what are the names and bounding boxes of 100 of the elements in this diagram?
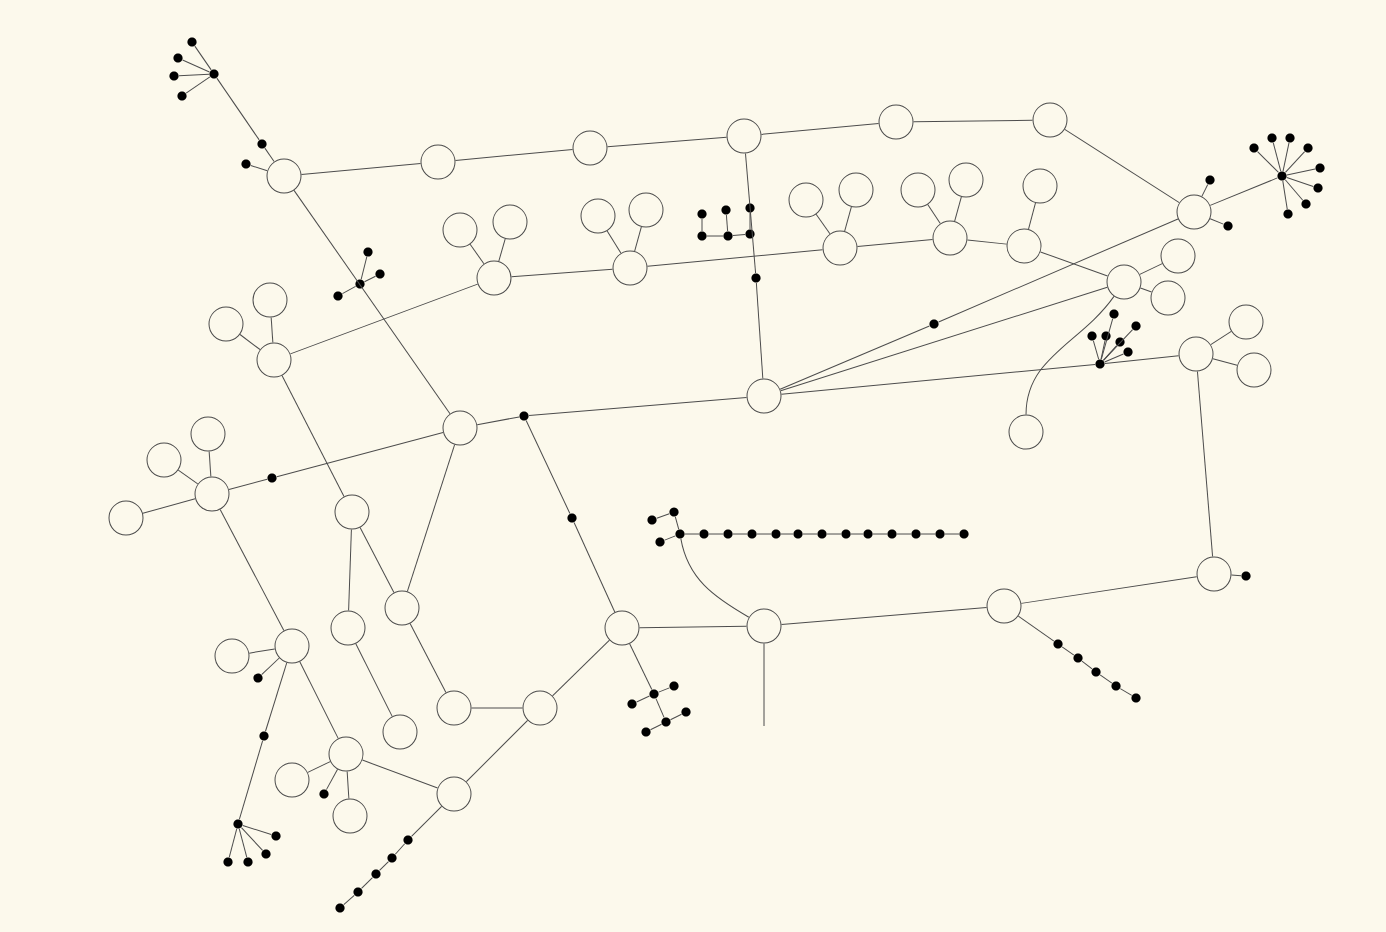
connector-line	[1212, 358, 1238, 366]
connector-line	[954, 196, 962, 222]
connector-line	[1104, 355, 1180, 364]
connector-line	[756, 533, 772, 535]
circle-node	[628, 192, 664, 228]
connector-line	[850, 533, 864, 535]
circle-node	[788, 182, 824, 218]
connector-line	[238, 828, 248, 858]
circle-node	[1196, 556, 1232, 592]
connector-line	[1100, 318, 1114, 360]
connector-line	[1102, 329, 1134, 361]
connector-line	[1284, 151, 1306, 173]
circle-node	[194, 476, 230, 512]
connector-line	[944, 533, 960, 535]
connector-line	[265, 662, 288, 732]
connector-line	[573, 522, 616, 613]
connector-line	[749, 212, 751, 230]
connector-line	[674, 516, 680, 530]
circle-node	[442, 410, 478, 446]
circle-node	[1236, 352, 1272, 388]
circle-node	[1176, 194, 1212, 230]
circle-node	[746, 378, 782, 414]
connector-line	[360, 256, 368, 280]
circle-node	[604, 610, 640, 646]
connector-line	[178, 73, 210, 77]
connector-line	[476, 416, 520, 426]
connector-line	[732, 233, 746, 237]
connector-line	[1286, 168, 1316, 176]
connector-line	[325, 768, 339, 791]
connector-line	[1025, 295, 1115, 415]
circle-node	[1178, 336, 1214, 372]
circle-node	[580, 198, 616, 234]
connector-line	[250, 165, 268, 172]
connector-line	[348, 529, 352, 611]
connector-line	[1104, 353, 1124, 363]
connector-line	[780, 286, 1108, 392]
connector-line	[656, 513, 670, 519]
circle-node	[522, 690, 558, 726]
connector-line	[606, 230, 622, 254]
connector-line	[1028, 202, 1036, 230]
connector-line	[216, 77, 260, 141]
connector-line	[299, 661, 339, 739]
connector-line	[219, 509, 285, 632]
connector-line	[1100, 340, 1106, 360]
connector-line	[359, 527, 395, 593]
connector-line	[498, 238, 506, 262]
connector-line	[346, 770, 350, 800]
connector-line	[1272, 142, 1282, 172]
connector-line	[293, 189, 451, 415]
circle-node	[476, 260, 512, 296]
connector-line	[276, 432, 444, 478]
circle-node	[900, 172, 936, 208]
circle-node	[334, 494, 370, 530]
connector-line	[248, 648, 276, 654]
circle-node	[932, 220, 968, 256]
connector-line	[655, 698, 665, 718]
connector-line	[270, 316, 274, 344]
connector-line	[1286, 177, 1314, 187]
connector-line	[525, 420, 571, 514]
circle-node	[274, 762, 310, 798]
circle-node	[822, 230, 858, 266]
circle-node	[1150, 280, 1186, 316]
circle-node	[332, 798, 368, 834]
connector-line	[1040, 251, 1109, 277]
connector-line	[406, 444, 456, 592]
connector-line	[1020, 576, 1198, 604]
circle-node	[838, 172, 874, 208]
connector-line	[1064, 128, 1180, 204]
circle-node	[612, 250, 648, 286]
connector-line	[341, 285, 357, 295]
connector-line	[664, 535, 676, 541]
connector-line	[670, 713, 683, 721]
circle-node	[1032, 102, 1068, 138]
connector-line	[1119, 688, 1133, 696]
connector-line	[844, 206, 852, 232]
connector-line	[355, 643, 393, 717]
connector-line	[469, 243, 485, 265]
connector-line	[938, 218, 1179, 323]
connector-line	[732, 533, 748, 535]
connector-line	[264, 147, 275, 163]
connector-line	[706, 235, 724, 237]
connector-line	[684, 533, 700, 535]
connector-line	[872, 533, 888, 535]
connector-line	[1209, 177, 1278, 206]
circle-node	[986, 588, 1022, 624]
connector-line	[228, 828, 238, 858]
circle-node	[1106, 264, 1142, 300]
circle-node	[1160, 238, 1196, 274]
connector-line	[1099, 674, 1113, 684]
connector-line	[1092, 340, 1100, 360]
circle-node	[382, 714, 418, 750]
connector-line	[927, 204, 941, 224]
connector-line	[1201, 184, 1209, 197]
connector-line	[760, 123, 880, 135]
circle-node	[948, 162, 984, 198]
connector-line	[606, 136, 728, 148]
connector-line	[629, 643, 653, 690]
connector-line	[658, 687, 670, 693]
connector-line	[826, 533, 842, 535]
connector-line	[300, 163, 422, 175]
